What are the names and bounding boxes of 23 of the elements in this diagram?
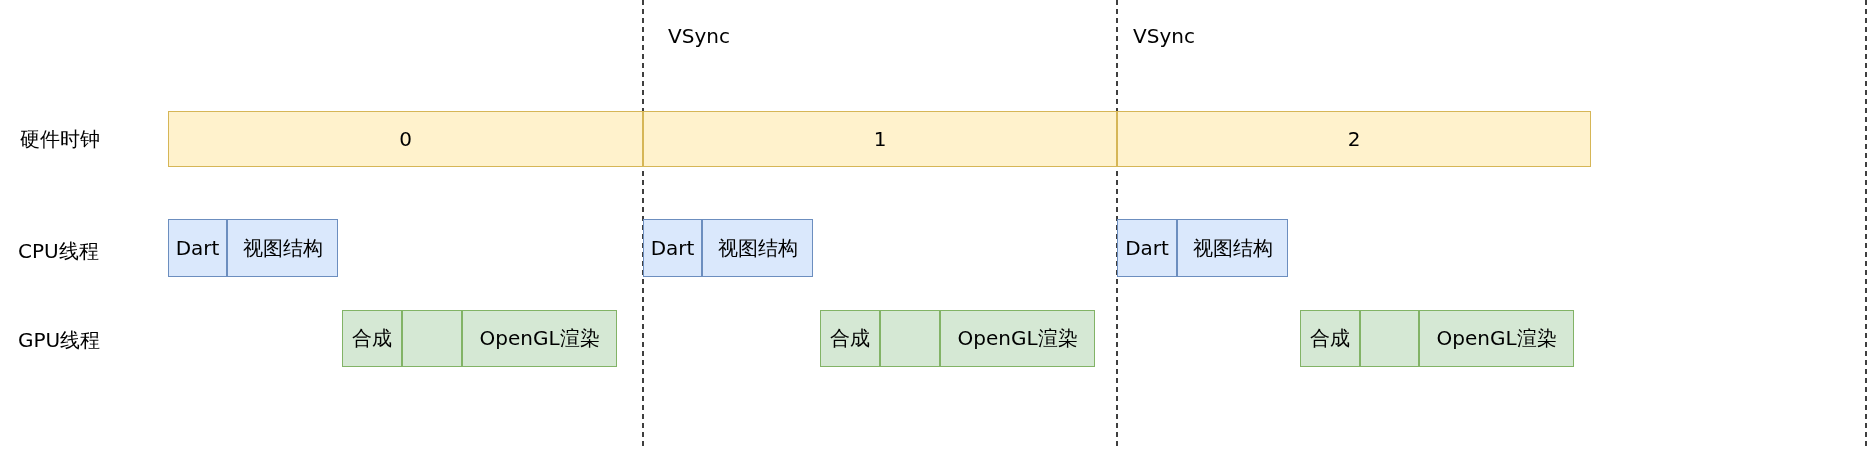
cpu-task-box: Dart: [168, 219, 227, 277]
cpu-task-box: 视图结构: [702, 219, 813, 277]
cpu-task-box: Dart: [643, 219, 702, 277]
cpu-task-box: 视图结构: [227, 219, 338, 277]
cpu-task-box: Dart: [1117, 219, 1177, 277]
gpu-task-box: OpenGL渲染: [1419, 310, 1574, 367]
row-label: CPU线程: [18, 238, 99, 265]
row-label: 硬件时钟: [20, 126, 100, 153]
vsync-label: VSync: [1133, 24, 1195, 48]
gpu-task-box: [880, 310, 940, 367]
gpu-task-box: 合成: [820, 310, 880, 367]
gpu-task-box: OpenGL渲染: [940, 310, 1095, 367]
vsync-label: VSync: [668, 24, 730, 48]
gpu-task-box: [402, 310, 462, 367]
cpu-task-box: 视图结构: [1177, 219, 1288, 277]
gpu-task-box: OpenGL渲染: [462, 310, 617, 367]
gpu-task-box: 合成: [1300, 310, 1360, 367]
clock-segment: 1: [643, 111, 1117, 167]
row-label: GPU线程: [18, 327, 101, 354]
gpu-task-box: [1360, 310, 1419, 367]
clock-segment: 0: [168, 111, 643, 167]
gpu-task-box: 合成: [342, 310, 402, 367]
clock-segment: 2: [1117, 111, 1591, 167]
